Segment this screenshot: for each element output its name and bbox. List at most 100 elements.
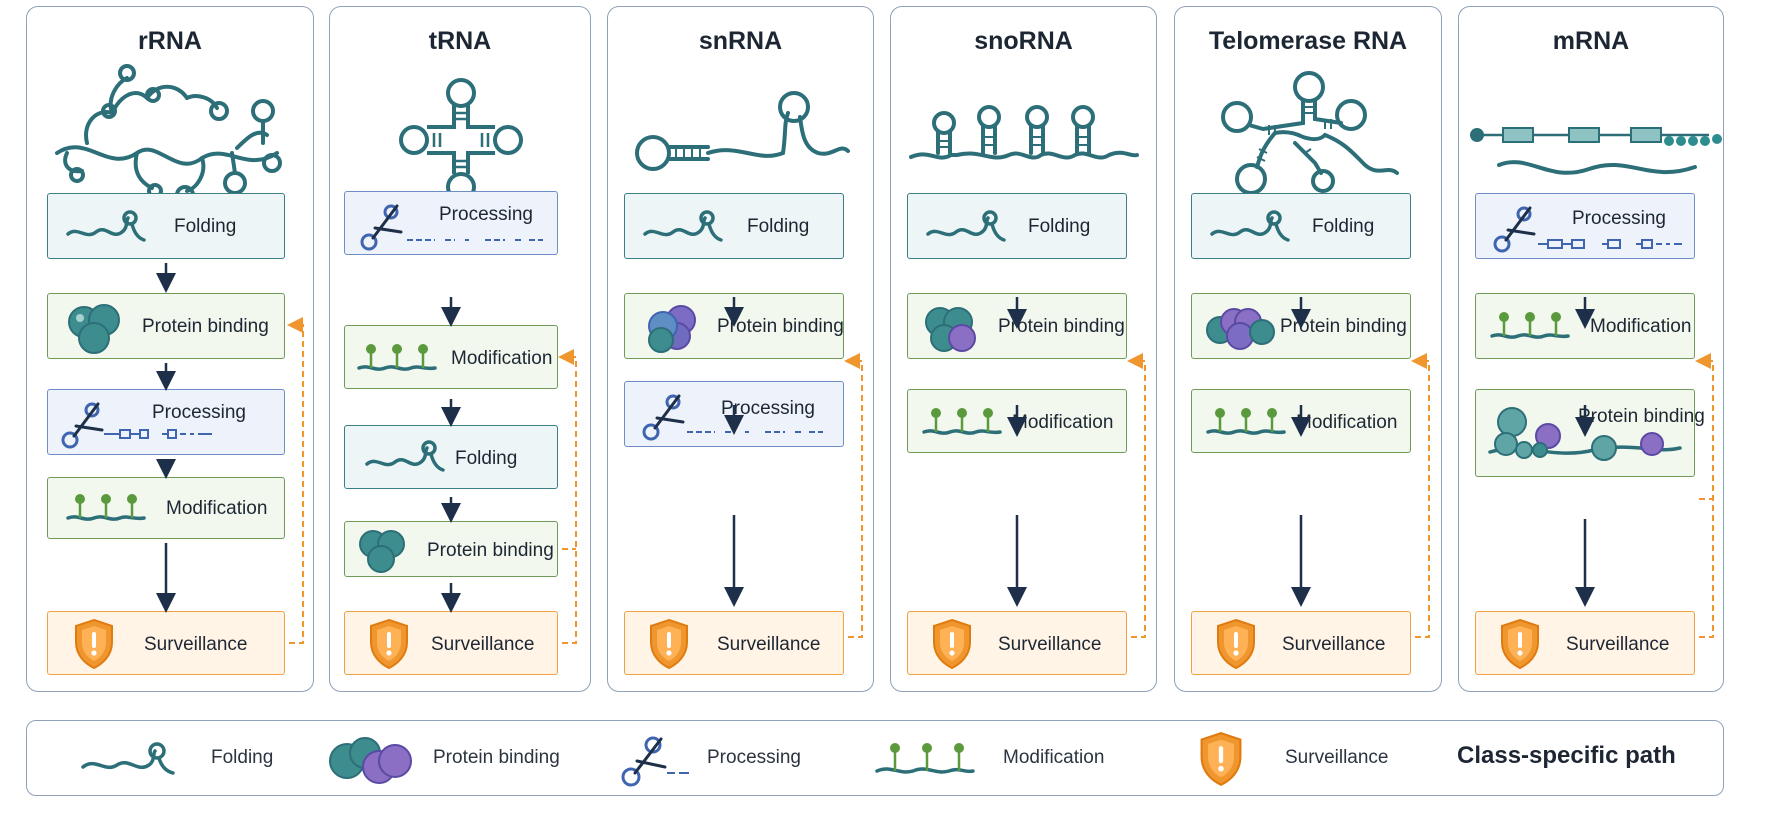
folding-icon — [926, 210, 1006, 242]
legend-label: Modification — [1003, 747, 1105, 768]
step-modification: Modification — [47, 477, 285, 539]
step-protein-binding: Protein binding — [624, 293, 844, 359]
step-label: Folding — [747, 216, 810, 237]
step-surveillance: Surveillance — [1475, 611, 1695, 675]
column-mrna: mRNA Processing Modifica — [1458, 6, 1724, 692]
step-label: Protein binding — [427, 540, 554, 561]
step-protein-binding: Protein binding — [1191, 293, 1411, 359]
step-label: Processing — [152, 402, 246, 423]
step-label: Protein binding — [1280, 316, 1407, 337]
step-label: Protein binding — [717, 316, 844, 337]
protein-binding-icon — [1488, 407, 1682, 461]
step-folding: Folding — [344, 425, 558, 489]
protein-binding-icon — [925, 307, 976, 352]
column-telomerase-rna: Telomerase RNA Folding — [1174, 6, 1442, 692]
step-label: Folding — [1312, 216, 1375, 237]
step-folding: Folding — [47, 193, 285, 259]
step-modification: Modification — [1475, 293, 1695, 359]
step-label: Surveillance — [144, 634, 248, 655]
step-label: Folding — [455, 448, 518, 469]
step-label: Modification — [1590, 316, 1692, 337]
step-label: Folding — [174, 216, 237, 237]
column-title: snoRNA — [974, 27, 1073, 55]
column-title: Telomerase RNA — [1208, 27, 1408, 55]
step-label: Folding — [1028, 216, 1091, 237]
step-label: Surveillance — [1566, 634, 1670, 655]
legend-class-specific-path: Class-specific path — [1457, 742, 1676, 769]
scissors-icon — [1493, 206, 1536, 253]
column-title: rRNA — [138, 27, 202, 55]
scissors-icon — [642, 394, 685, 441]
step-surveillance: Surveillance — [344, 611, 558, 675]
folding-icon — [81, 742, 175, 775]
step-label: Surveillance — [998, 634, 1102, 655]
legend: Folding Protein binding Processing Modif… — [26, 720, 1724, 796]
modification-icon — [875, 743, 975, 774]
folding-icon — [365, 440, 445, 472]
scissors-icon — [360, 204, 403, 251]
step-label: Modification — [1012, 412, 1114, 433]
step-modification: Modification — [1191, 389, 1411, 453]
legend-label: Processing — [707, 747, 801, 768]
modification-icon — [1206, 408, 1286, 435]
step-folding: Folding — [624, 193, 844, 259]
shield-icon — [370, 618, 408, 670]
modification-icon — [357, 344, 437, 371]
step-label: Surveillance — [717, 634, 821, 655]
folding-icon — [643, 210, 723, 242]
protein-binding-icon — [359, 530, 405, 573]
trna-cloverleaf — [399, 78, 523, 202]
column-title: snRNA — [698, 27, 783, 55]
legend-label: Folding — [211, 747, 274, 768]
legend-label: Surveillance — [1285, 747, 1389, 768]
column-trna: tRNA Processing Modification — [329, 6, 591, 692]
scissors-icon — [61, 402, 104, 449]
step-surveillance: Surveillance — [907, 611, 1127, 675]
step-processing: Processing — [344, 191, 558, 255]
modification-icon — [1490, 312, 1570, 339]
folding-icon — [1210, 210, 1290, 242]
column-title: mRNA — [1552, 27, 1630, 55]
column-title: tRNA — [428, 27, 492, 55]
step-label: Modification — [451, 348, 553, 369]
step-label: Processing — [1572, 208, 1666, 229]
step-protein-binding: Protein binding — [344, 521, 558, 577]
protein-binding-icon — [329, 737, 412, 784]
step-folding: Folding — [907, 193, 1127, 259]
step-modification: Modification — [907, 389, 1127, 453]
protein-binding-icon — [1206, 308, 1275, 350]
step-protein-binding: Protein binding — [1475, 389, 1705, 477]
shield-icon — [1501, 618, 1539, 670]
shield-icon — [650, 618, 688, 670]
column-snorna: snoRNA Folding Protein binding — [890, 6, 1157, 692]
step-surveillance: Surveillance — [1191, 611, 1411, 675]
step-label: Modification — [1296, 412, 1398, 433]
legend-label: Protein binding — [433, 747, 560, 768]
step-surveillance: Surveillance — [47, 611, 285, 675]
scissors-icon — [621, 736, 689, 787]
step-folding: Folding — [1191, 193, 1411, 259]
snorna-structure — [909, 105, 1139, 160]
step-label: Surveillance — [431, 634, 535, 655]
step-modification: Modification — [344, 325, 558, 389]
step-processing: Processing — [624, 381, 844, 447]
step-label: Surveillance — [1282, 634, 1386, 655]
step-label: Protein binding — [998, 316, 1125, 337]
step-protein-binding: Protein binding — [47, 293, 285, 359]
step-protein-binding: Protein binding — [907, 293, 1127, 359]
folding-icon — [66, 210, 146, 242]
telomerase-rna-structure — [1221, 71, 1399, 195]
step-processing: Processing — [1475, 193, 1695, 259]
step-label: Processing — [439, 204, 533, 225]
column-rrna: rRNA — [26, 6, 314, 692]
step-surveillance: Surveillance — [624, 611, 844, 675]
step-label: Modification — [166, 498, 268, 519]
modification-icon — [66, 494, 146, 521]
shield-icon — [1200, 732, 1242, 787]
snrna-structure — [635, 91, 850, 171]
column-snrna: snRNA Folding Protein binding — [607, 6, 874, 692]
step-label: Protein binding — [1578, 406, 1705, 427]
step-label: Protein binding — [142, 316, 269, 337]
shield-icon — [75, 618, 113, 670]
step-processing: Processing — [47, 389, 285, 455]
